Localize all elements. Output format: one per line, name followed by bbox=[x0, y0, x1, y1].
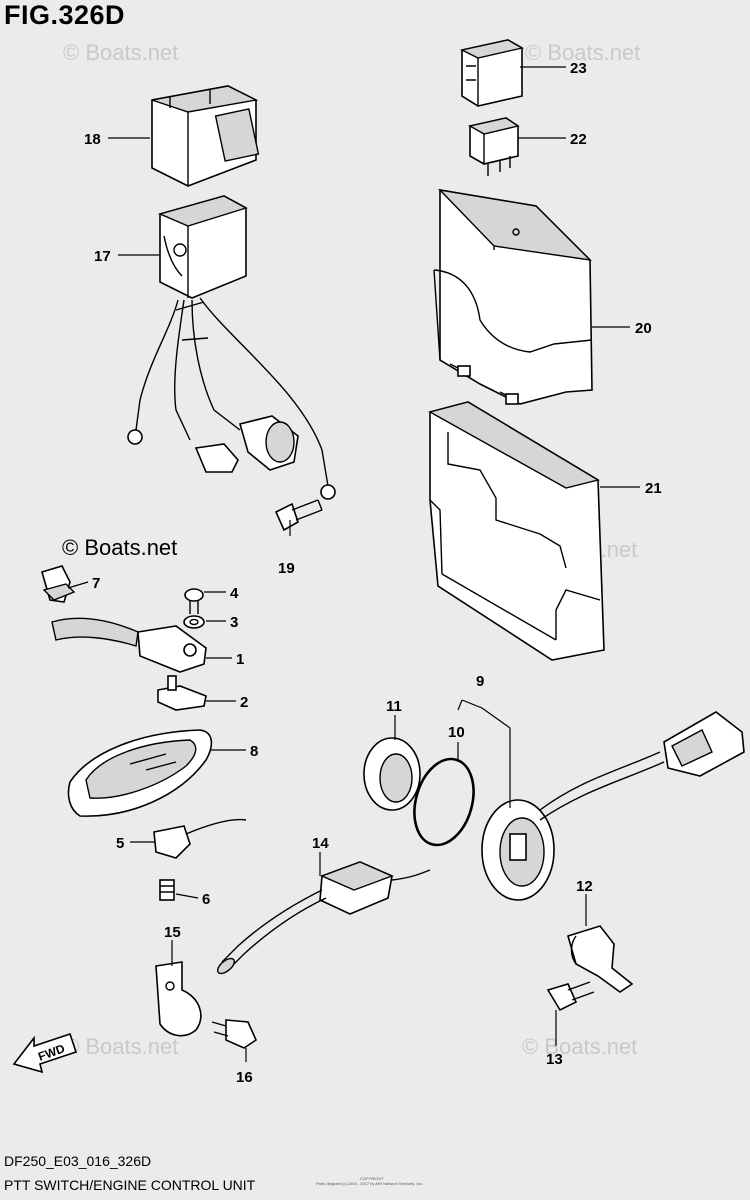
part-9-ptt-switch[interactable] bbox=[481, 711, 745, 901]
callout-16[interactable]: 16 bbox=[236, 1069, 253, 1086]
callout-4[interactable]: 4 bbox=[230, 585, 239, 602]
callout-numbers: 18 17 19 23 22 20 21 7 4 3 1 2 8 5 6 15 … bbox=[84, 60, 662, 1086]
callout-3[interactable]: 3 bbox=[230, 614, 238, 631]
callout-7[interactable]: 7 bbox=[92, 575, 100, 592]
part-17-harness-relay[interactable] bbox=[127, 195, 336, 500]
part-6-bolt[interactable] bbox=[159, 879, 175, 901]
part-22-relay[interactable] bbox=[468, 117, 520, 176]
part-19-bolt[interactable] bbox=[274, 499, 323, 532]
callout-12[interactable]: 12 bbox=[576, 878, 593, 895]
part-10-o-ring[interactable] bbox=[405, 752, 483, 852]
callout-18[interactable]: 18 bbox=[84, 131, 101, 148]
part-21-ecu-holder[interactable] bbox=[428, 401, 605, 661]
watermark-bottom-right: © Boats.net bbox=[522, 1034, 638, 1059]
part-12-clip[interactable] bbox=[567, 925, 634, 993]
figure-title: FIG.326D bbox=[4, 0, 126, 30]
part-23-relay[interactable] bbox=[459, 39, 524, 107]
part-16-screw[interactable] bbox=[211, 1019, 258, 1049]
part-13-bolt[interactable] bbox=[546, 981, 595, 1012]
callout-6[interactable]: 6 bbox=[202, 891, 210, 908]
callout-14[interactable]: 14 bbox=[312, 835, 329, 852]
callout-19[interactable]: 19 bbox=[278, 560, 295, 577]
callout-23[interactable]: 23 bbox=[570, 60, 587, 77]
watermark-top-right: © Boats.net bbox=[525, 40, 641, 65]
callout-10[interactable]: 10 bbox=[448, 724, 465, 741]
watermark-top-left: © Boats.net bbox=[63, 40, 179, 65]
callout-9[interactable]: 9 bbox=[476, 673, 484, 690]
part-7-clip[interactable] bbox=[41, 565, 76, 603]
part-2-stud[interactable] bbox=[157, 675, 207, 711]
callout-11[interactable]: 11 bbox=[386, 698, 402, 715]
copyright-tiny-heading: COPYRIGHT bbox=[360, 1176, 384, 1181]
fwd-arrow: FWD bbox=[12, 1032, 78, 1074]
part-4-screw[interactable] bbox=[184, 588, 204, 614]
copyright-tiny-text: Parts diagram (c) 2004 - 2017 by ARI Net… bbox=[316, 1181, 423, 1186]
callout-8[interactable]: 8 bbox=[250, 743, 258, 760]
callout-2[interactable]: 2 bbox=[240, 694, 248, 711]
part-15-clamp[interactable] bbox=[155, 961, 202, 1037]
diagram-name: PTT SWITCH/ENGINE CONTROL UNIT bbox=[4, 1177, 256, 1193]
callout-17[interactable]: 17 bbox=[94, 248, 111, 265]
part-11-ring[interactable] bbox=[363, 737, 421, 811]
callout-13[interactable]: 13 bbox=[546, 1051, 563, 1068]
callout-15[interactable]: 15 bbox=[164, 924, 181, 941]
part-3-washer[interactable] bbox=[183, 615, 205, 629]
part-18-boot[interactable] bbox=[151, 85, 260, 187]
copyright-label: © Boats.net bbox=[62, 535, 178, 560]
watermark-bottom-left: © Boats.net bbox=[63, 1034, 179, 1059]
part-8-switch-cover[interactable] bbox=[67, 729, 213, 817]
callout-20[interactable]: 20 bbox=[635, 320, 652, 337]
callout-1[interactable]: 1 bbox=[236, 651, 244, 668]
part-1-switch[interactable] bbox=[51, 617, 207, 673]
callout-22[interactable]: 22 bbox=[570, 131, 587, 148]
part-14-connector[interactable] bbox=[215, 861, 431, 976]
callout-5[interactable]: 5 bbox=[116, 835, 124, 852]
part-20-ecu[interactable] bbox=[433, 188, 593, 405]
callout-21[interactable]: 21 bbox=[645, 480, 662, 497]
part-5-sensor[interactable] bbox=[153, 818, 247, 859]
leader-lines bbox=[67, 66, 640, 1062]
diagram-code: DF250_E03_016_326D bbox=[4, 1153, 152, 1169]
